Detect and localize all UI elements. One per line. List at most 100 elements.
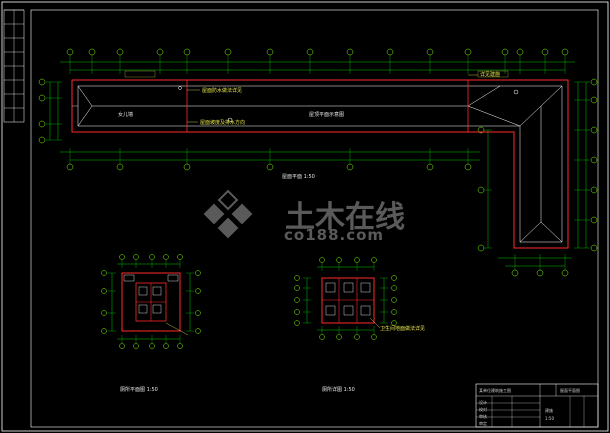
tr-fixture (360, 282, 371, 293)
wing-axis-bubble-bottom (511, 269, 519, 277)
roof-axis-bubble-top (541, 48, 549, 56)
roof-axis-bubble-top (464, 48, 472, 56)
roof-plan-note: 女儿墙 (118, 112, 134, 118)
roof-axis-bubble-bottom (183, 163, 191, 171)
wing-axis-bubble-left (477, 186, 485, 194)
tr-bubble-right (391, 320, 397, 326)
tl-outer-wall (121, 272, 181, 332)
tl-bubble-top (177, 254, 183, 260)
roof-hip-1 (77, 85, 93, 107)
co188-logo (203, 189, 253, 239)
tl-bubble-right (195, 310, 201, 316)
watermark-logo-diamond (217, 217, 239, 239)
toilet-note: 卫生间地面做法详见 (380, 326, 426, 332)
title-block-drawing-no: 建施 (545, 408, 553, 413)
roof-axis-bubble-top (224, 48, 232, 56)
tr-bubble-bottom (336, 334, 342, 340)
roof-axis-bubble-top (346, 48, 354, 56)
title-block-row-4: 审定 (479, 421, 487, 426)
tl-fixture (138, 304, 148, 314)
tr-bubble-top (319, 257, 325, 263)
roof-hip-2 (77, 105, 93, 127)
roof-axis-bubble-top (501, 48, 509, 56)
roof-callout-2: 屋面坡度及排水方向 (200, 120, 246, 126)
title-block-row-3: 审核 (479, 414, 487, 419)
roof-axis-bubble-bottom (116, 163, 124, 171)
roof-axis-bubble-top (561, 48, 569, 56)
tr-bubble-left (294, 309, 300, 315)
roof-axis-bubble-top (266, 48, 274, 56)
wing-axis-bubble-bottom (536, 269, 544, 277)
title-block-sheet: 屋面平面图 (560, 388, 580, 393)
tl-bubble-bottom (163, 343, 169, 349)
tr-fixture (360, 305, 371, 316)
tl-bubble-top (119, 254, 125, 260)
tl-bubble-left (101, 310, 107, 316)
tr-bubble-bottom (371, 334, 377, 340)
roof-callout-1: 屋面防水做法详见 (202, 88, 243, 94)
tl-bubble-bottom (149, 343, 155, 349)
roof-axis-bubble-bottom (464, 163, 472, 171)
tr-leader (369, 317, 381, 329)
roof-axis-bubble-bottom (66, 163, 74, 171)
wing-axis-bubble-right (590, 244, 598, 252)
tr-bubble-top (336, 257, 342, 263)
roof-axis-bubble-top (88, 48, 96, 56)
roof-axis-bubble-top (66, 48, 74, 56)
wing-hip-3 (519, 221, 542, 243)
roof-label-box-1 (124, 70, 156, 78)
title-block-project: 某单位建筑施工图 (479, 388, 511, 393)
watermark-logo-diamond (231, 203, 253, 225)
tl-fixture (138, 286, 148, 296)
roof-parapet-outline (71, 79, 569, 249)
wing-axis-bubble-right (590, 96, 598, 104)
tl-fixture (152, 286, 162, 296)
roof-label-box-2 (477, 70, 509, 78)
roof-callout-3: 详见建施 (480, 72, 501, 78)
wing-axis-bubble-right (590, 126, 598, 134)
tr-bubble-right (391, 275, 397, 281)
roof-hip-4 (467, 105, 521, 127)
tl-bubble-top (133, 254, 139, 260)
tr-bubble-left (294, 275, 300, 281)
wing-axis-bubble-right (590, 216, 598, 224)
roof-drain-1 (227, 117, 233, 123)
watermark-site: co188.com (284, 226, 385, 244)
tr-bubble-left (294, 297, 300, 303)
watermark-logo-diamond (217, 189, 239, 211)
wing-axis-bubble-right (590, 156, 598, 164)
wing-axis-bubble-right (590, 78, 598, 86)
wing-hip-2 (540, 85, 563, 107)
roof-drain-3 (513, 89, 519, 95)
wing-axis-bubble-left (477, 244, 485, 252)
tl-basin (167, 274, 179, 282)
tr-bubble-right (391, 285, 397, 291)
toilet-plan-left-title: 厕所平面图 1:50 (120, 387, 158, 393)
roof-drain-2 (178, 86, 182, 90)
tr-bubble-right (391, 309, 397, 315)
roof-axis-bubble-bottom (346, 163, 354, 171)
roof-axis-bubble-bottom (426, 163, 434, 171)
roof-axis-bubble-top (426, 48, 434, 56)
tr-fixture (325, 282, 336, 293)
roof-axis-bubble-top (306, 48, 314, 56)
roof-axis-bubble-left (38, 136, 46, 144)
tr-fixture (325, 305, 336, 316)
tl-basin (123, 274, 135, 282)
roof-plan-title: 屋面平面 1:50 (282, 174, 315, 180)
watermark-logo-diamond (203, 203, 225, 225)
title-block (475, 383, 599, 428)
tl-bubble-bottom (133, 343, 139, 349)
tl-bubble-left (101, 288, 107, 294)
tl-bubble-right (195, 270, 201, 276)
title-block-row-1: 设计 (479, 400, 487, 405)
tl-bubble-right (195, 288, 201, 294)
roof-axis-bubble-top (516, 48, 524, 56)
drawing-inner-frame (30, 9, 599, 428)
tl-bubble-right (195, 328, 201, 334)
tr-bubble-top (354, 257, 360, 263)
roof-axis-bubble-top (156, 48, 164, 56)
tl-bubble-left (101, 328, 107, 334)
roof-axis-bubble-bottom (266, 163, 274, 171)
